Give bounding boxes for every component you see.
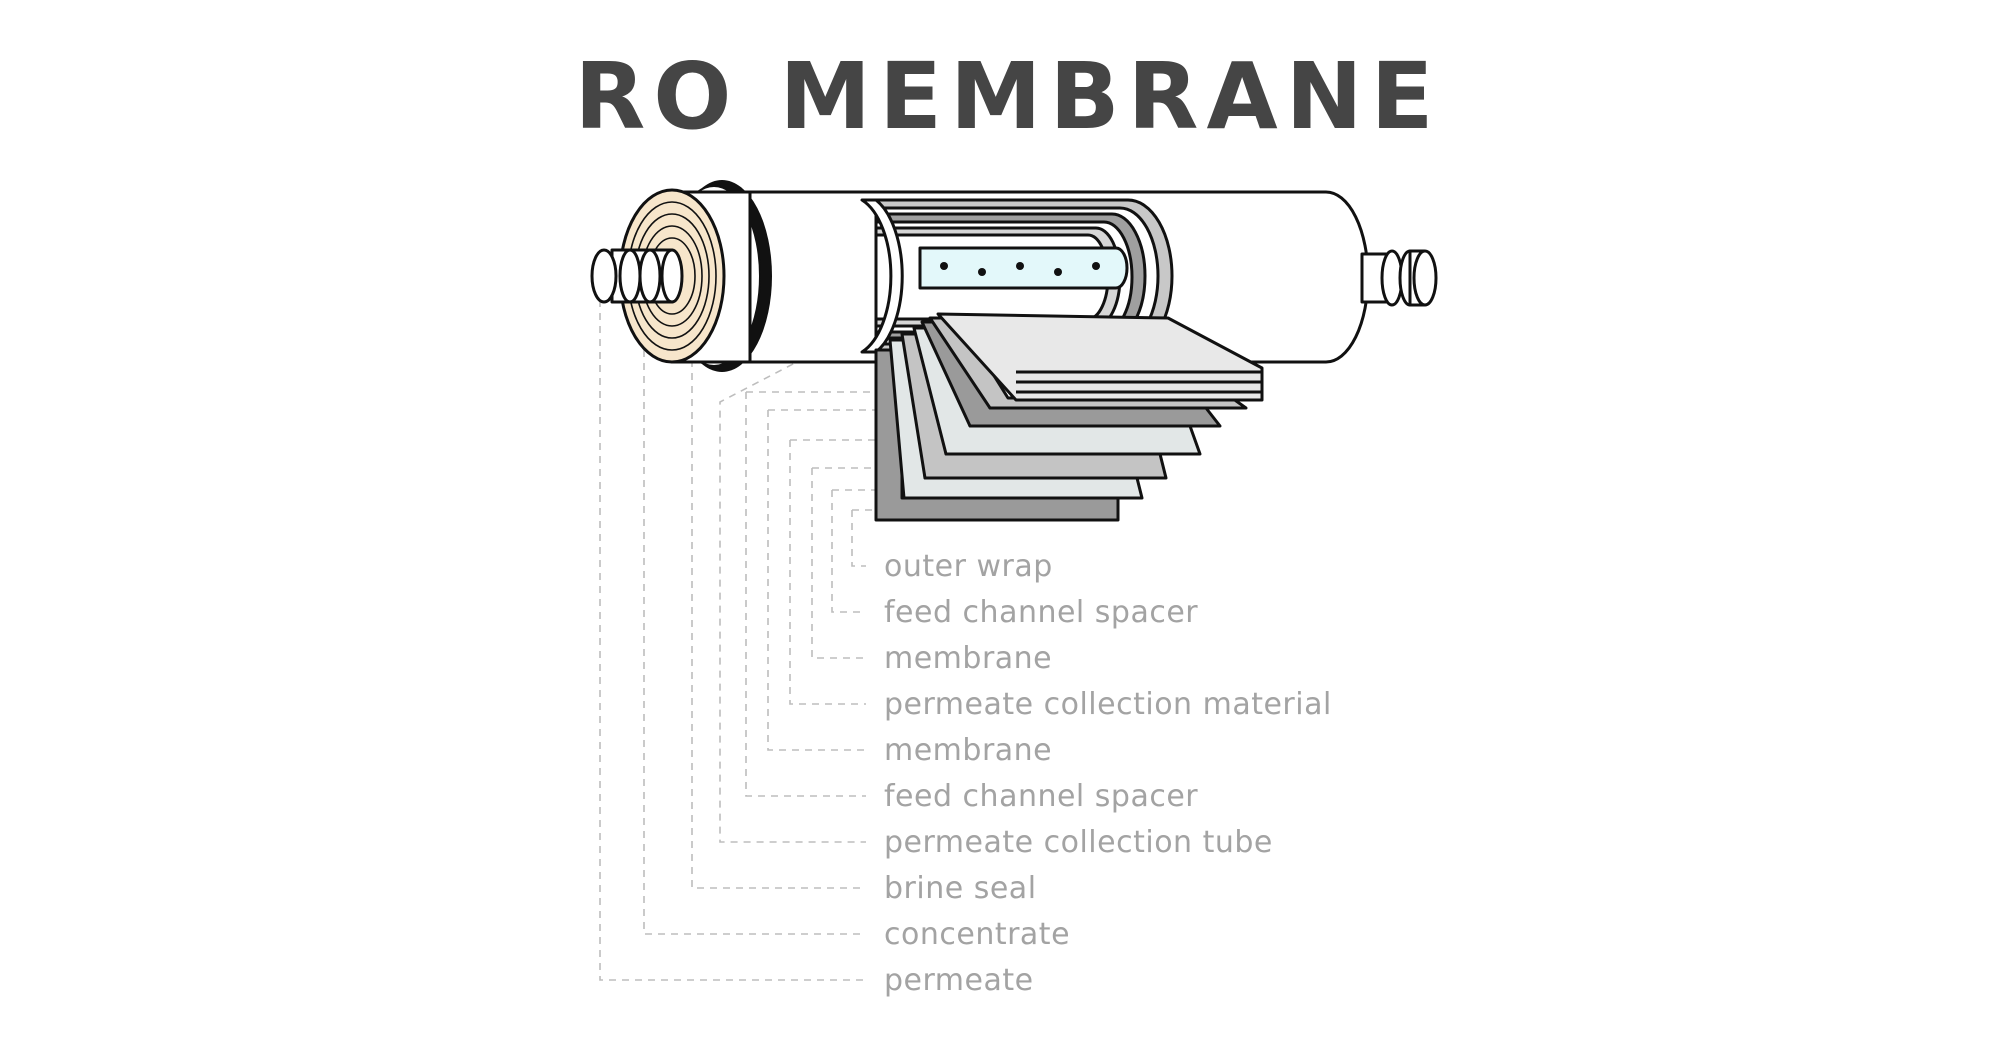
left-end	[590, 180, 772, 372]
label-outer-wrap: outer wrap	[884, 549, 1053, 584]
label-permeate: permeate	[884, 963, 1034, 998]
right-fitting	[1360, 249, 1438, 307]
diagram-title: RO MEMBRANE	[574, 43, 1441, 150]
leader-brine-seal	[691, 360, 866, 889]
label-permeate-collection-material: permeate collection material	[884, 687, 1332, 722]
tube-holes	[940, 262, 1100, 276]
leader-permeate-collection-material	[789, 440, 866, 705]
label-feed-channel-spacer-2: feed channel spacer	[884, 779, 1198, 814]
label-brine-seal: brine seal	[884, 871, 1037, 906]
label-feed-channel-spacer-1: feed channel spacer	[884, 595, 1198, 630]
label-membrane-1: membrane	[884, 641, 1052, 676]
permeate-collection-tube	[918, 246, 1129, 290]
leader-lines	[599, 297, 965, 981]
leader-membrane-2	[767, 410, 866, 751]
leader-feed-channel-spacer-2	[745, 392, 866, 797]
left-fitting	[590, 248, 684, 304]
unrolled-sheets	[874, 312, 1264, 522]
labels: outer wrap feed channel spacer membrane …	[884, 549, 1332, 998]
cutaway-layers	[860, 198, 1174, 354]
leader-concentrate	[643, 350, 866, 935]
leader-outer-wrap	[851, 510, 866, 567]
label-permeate-collection-tube: permeate collection tube	[884, 825, 1273, 860]
label-membrane-2: membrane	[884, 733, 1052, 768]
leader-feed-channel-spacer-1	[831, 490, 866, 613]
leader-permeate	[599, 300, 866, 981]
leader-permeate-collection-tube	[719, 297, 921, 843]
leader-membrane-1	[811, 468, 866, 659]
label-concentrate: concentrate	[884, 917, 1070, 952]
